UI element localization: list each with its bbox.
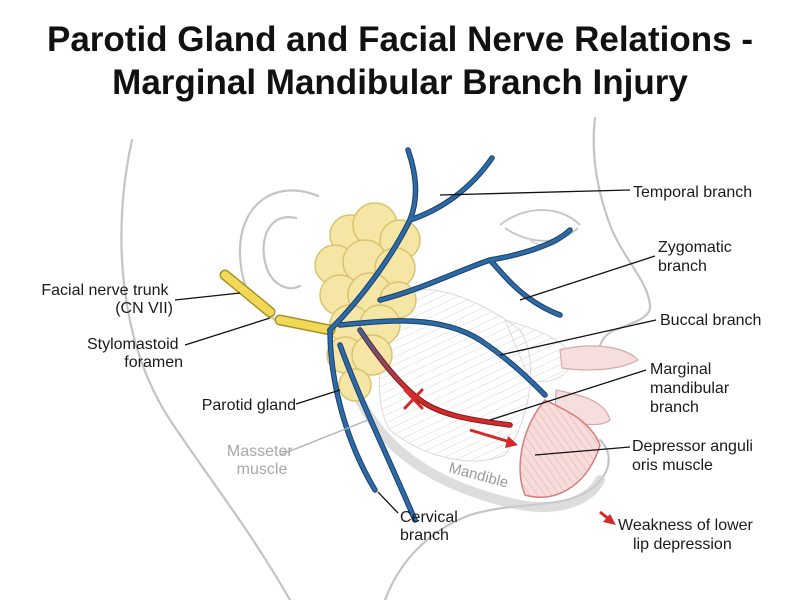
mandible-shape	[355, 395, 605, 513]
eye	[499, 209, 581, 247]
leader-lines	[174, 189, 657, 514]
marginal-mandibular-branch	[357, 327, 513, 428]
masseter-muscle-shape	[378, 288, 532, 462]
label-stylomastoid: Stylomastoid foramen	[87, 336, 183, 371]
facial-nerve-branches	[327, 147, 573, 523]
label-facial-nerve-trunk: Facial nerve trunk (CN VII)	[41, 282, 173, 317]
label-weakness: Weakness of lower lip depression	[618, 517, 757, 553]
title-line-1: Parotid Gland and Facial Nerve Relations…	[46, 20, 753, 59]
label-depressor-anguli-oris: Depressor anguli oris muscle	[632, 438, 757, 474]
weakness-arrow	[599, 510, 616, 525]
diagram-title: Parotid Gland and Facial Nerve Relations…	[0, 18, 800, 104]
label-cervical-branch: Cervical branch	[400, 509, 462, 544]
label-buccal-branch: Buccal branch	[660, 312, 761, 329]
label-zygomatic-branch: Zygomatic branch	[658, 239, 736, 275]
label-marginal-mandibular-branch: Marginal mandibular branch	[650, 361, 734, 416]
label-parotid-gland: Parotid gland	[202, 397, 296, 414]
facial-nerve-trunk	[219, 269, 336, 336]
label-temporal-branch: Temporal branch	[633, 184, 752, 201]
injury-arrow	[469, 428, 518, 448]
title-line-2: Marginal Mandibular Branch Injury	[112, 63, 688, 102]
lips	[554, 345, 639, 426]
injury-mark	[403, 388, 424, 410]
depressor-anguli-oris	[519, 399, 601, 498]
ear	[238, 189, 320, 330]
label-masseter: Masseter muscle	[227, 443, 297, 478]
